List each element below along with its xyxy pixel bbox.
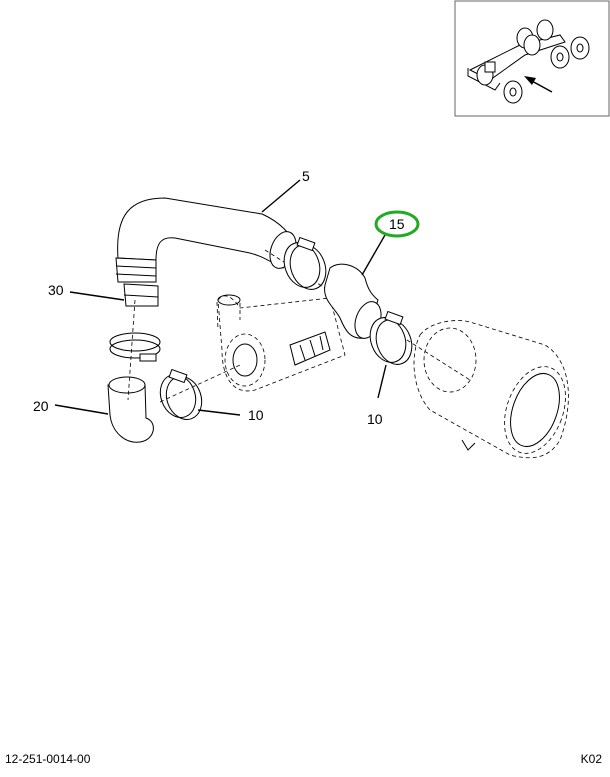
callout-5[interactable]: 5 [302, 168, 310, 184]
air-cleaner-housing-reference [413, 320, 569, 459]
part-10-clamp-upper-left[interactable] [109, 332, 161, 362]
part-10-clamp-lower-left[interactable] [155, 368, 208, 425]
part-10-clamp-right[interactable] [364, 310, 418, 370]
location-arrow-icon [524, 76, 553, 93]
part-20-elbow-fitting[interactable] [107, 376, 154, 443]
callout-10-right[interactable]: 10 [367, 411, 383, 427]
callout-10-left[interactable]: 10 [248, 407, 264, 423]
leader-lines [54, 179, 387, 416]
part-10-clamp-upper-right[interactable] [278, 236, 332, 295]
air-cleaner-reference [159, 294, 346, 403]
vehicle-locator-inset [454, 0, 610, 117]
part-5-elbow-hose[interactable] [115, 197, 301, 307]
footer-part-number: 12-251-0014-00 [5, 752, 91, 766]
callout-15[interactable]: 15 [389, 216, 405, 232]
part-15-reducer-hose[interactable] [324, 263, 386, 342]
callout-15-highlight [374, 210, 420, 238]
callout-30[interactable]: 30 [48, 282, 64, 298]
truck-chassis-icon [467, 19, 590, 104]
footer-page-code: K02 [580, 752, 602, 766]
callout-20[interactable]: 20 [33, 398, 49, 414]
